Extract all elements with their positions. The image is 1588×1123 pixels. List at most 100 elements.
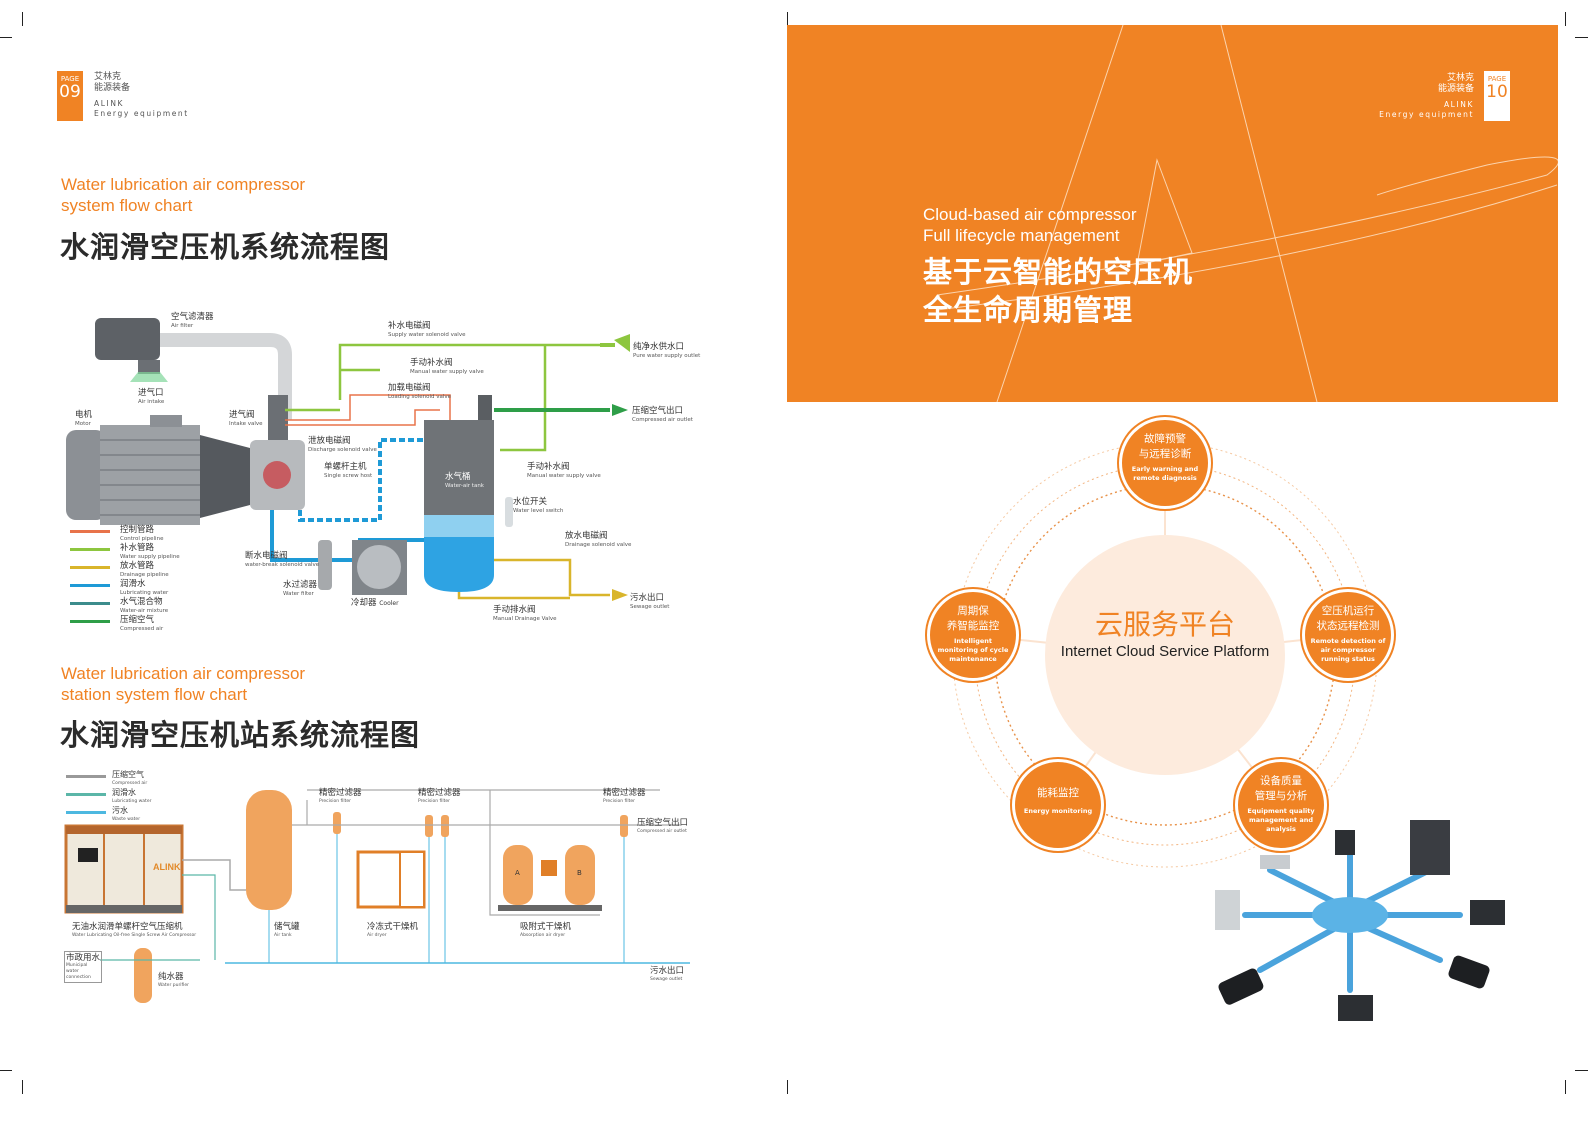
dryer-tank-b-label: B (577, 869, 582, 877)
section1-subtitle: Water lubrication air compressor system … (61, 174, 305, 216)
page-label: PAGE (1487, 75, 1507, 83)
page-number: 09 (59, 82, 81, 102)
subtitle-line: station system flow chart (61, 685, 248, 704)
page-number-badge: PAGE 09 (57, 71, 83, 121)
legend-en: Lubricating water (120, 590, 169, 596)
legend-swatch (70, 566, 110, 569)
alink-logo: ALINK (153, 862, 181, 872)
legend-en: Compressed air (120, 626, 164, 632)
crop-mark (787, 1080, 788, 1094)
intake-valve (268, 395, 288, 440)
desktop-tower-icon (1215, 890, 1240, 930)
water-purifier (134, 948, 152, 1003)
cloud-platform-label: 云服务平台 Internet Cloud Service Platform (1045, 607, 1285, 660)
motor (66, 430, 106, 520)
water-air-tank (424, 420, 494, 520)
crop-mark (0, 37, 12, 38)
brand-en-2: Energy equipment (1379, 110, 1474, 119)
legend-en: Water supply pipeline (120, 554, 180, 560)
label-cooler: 冷却器 Cooler (351, 598, 399, 608)
crop-mark (22, 1080, 23, 1094)
legend-swatch (66, 811, 106, 814)
legend-cn: 放水管路 (120, 561, 155, 571)
platform-en: Internet Cloud Service Platform (1060, 643, 1270, 660)
subtitle-line: Water lubrication air compressor (61, 175, 306, 194)
legend-en: Water-air mixture (120, 608, 169, 614)
cloud-platform-circle (1045, 535, 1285, 775)
brand-cn-2: 能源装备 (94, 83, 131, 93)
crop-mark (1575, 1070, 1588, 1071)
dryer-tank-a-label: A (515, 869, 520, 877)
air-intake-pipe (160, 333, 292, 420)
legend-swatch (66, 793, 106, 796)
a-logo-watermark (936, 25, 1558, 402)
legend-cn: 控制管路 (120, 525, 155, 535)
subtitle-line: Full lifecycle management (923, 226, 1120, 245)
title-line: 全生命周期管理 (923, 293, 1134, 327)
brand-cn-2: 能源装备 (1437, 84, 1474, 94)
legend-en: Control pipeline (120, 536, 164, 542)
legend-swatch (70, 620, 110, 623)
cloud-icon (1312, 897, 1388, 933)
air-compressor-unit (64, 824, 184, 914)
legend-cn: 压缩空气 (112, 770, 144, 779)
legend-cn: 压缩空气 (120, 615, 155, 625)
legend-cn: 水气混合物 (120, 597, 163, 607)
hero-title: 基于云智能的空压机 全生命周期管理 (923, 253, 1193, 329)
air-tank (246, 790, 292, 910)
brand-block: 艾林克 能源装备 ALINK Energy equipment (94, 72, 189, 119)
legend-cn: 润滑水 (120, 579, 146, 589)
computer-icon (1335, 830, 1355, 855)
legend-cn: 润滑水 (112, 788, 136, 797)
legend-en: Drainage pipeline (120, 572, 169, 578)
section2-subtitle: Water lubrication air compressor station… (61, 663, 305, 705)
laptop-icon-2 (1338, 995, 1373, 1021)
legend-swatch (70, 548, 110, 551)
legend-swatch (70, 530, 110, 533)
brand-cn-1: 艾林克 (94, 72, 122, 82)
brand-block: 艾林克 能源装备 ALINK Energy equipment (1379, 73, 1474, 120)
air-filter (95, 318, 160, 360)
legend-en: Lubricating water (112, 799, 152, 804)
platform-cn: 云服务平台 (1094, 608, 1235, 641)
crop-mark (22, 12, 23, 26)
cloud-network-illustration (1215, 820, 1505, 1021)
tablet-icon (1448, 955, 1490, 989)
hero-banner: PAGE 10 艾林克 能源装备 ALINK Energy equipment … (787, 25, 1558, 402)
title-line: 基于云智能的空压机 (923, 255, 1194, 289)
page-number: 10 (1486, 82, 1508, 102)
water-lubrication-flow-diagram (66, 318, 630, 601)
crop-mark (787, 12, 788, 26)
page-label: PAGE (60, 75, 80, 83)
server-icon (1410, 820, 1450, 875)
laptop-icon (1470, 900, 1505, 925)
smartphone-icon (1218, 968, 1264, 1005)
legend-swatch (66, 775, 106, 778)
legend-cn: 补水管路 (120, 543, 155, 553)
